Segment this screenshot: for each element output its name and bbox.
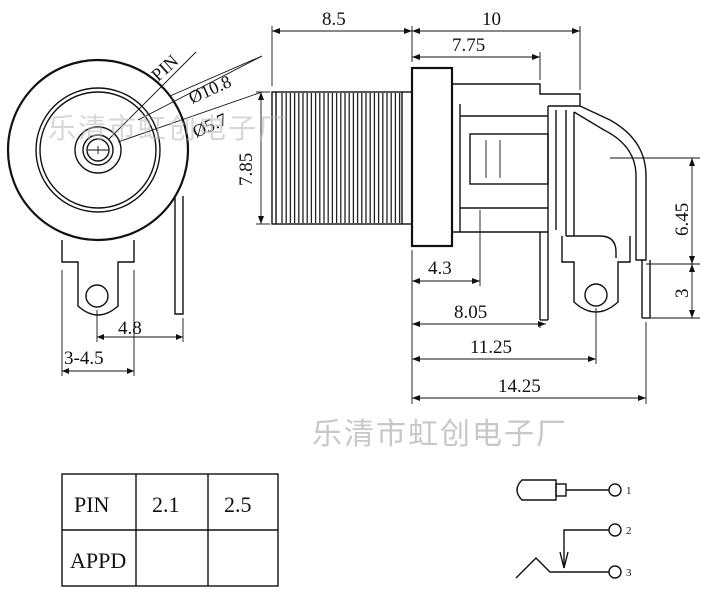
spec-table [61,473,279,587]
body-length-label: 10 [482,9,501,30]
schematic-pin3-label: 3 [626,567,632,579]
table-cell-r1c2: 2.1 [152,492,180,517]
body-inner-length-label: 7.75 [452,35,485,56]
schematic-symbol [515,479,622,579]
watermark-overlay: 乐清市虹创电子厂 [48,112,288,145]
table-cell-r1c3: 2.5 [224,492,252,517]
thread-length-label: 8.5 [322,9,346,30]
pin1-position-label: 4.3 [428,258,452,279]
total-length-label: 14.25 [498,376,541,397]
pin-label: PIN [147,51,182,85]
schematic-pin1-label: 1 [626,485,632,497]
watermark-text: 乐清市虹创电子厂 [312,417,568,452]
pin2-position-label: 8.05 [454,302,487,323]
thread-diameter-label: 7.85 [236,153,257,186]
front-view [6,51,263,376]
pin-spacing-label: 4.8 [118,318,142,339]
pin3-position-label: 11.25 [470,337,512,358]
schematic-pin2-label: 2 [626,525,632,537]
pin-drop-label: 3 [672,289,693,299]
pin-height-label: 6.45 [672,203,693,236]
table-cell-r2c1: APPD [70,548,126,573]
side-view [256,26,700,404]
pin-offset-label: 3-4.5 [64,348,104,369]
table-cell-r1c1: PIN [74,492,110,517]
outer-diameter-label: Ø10.8 [185,71,234,107]
